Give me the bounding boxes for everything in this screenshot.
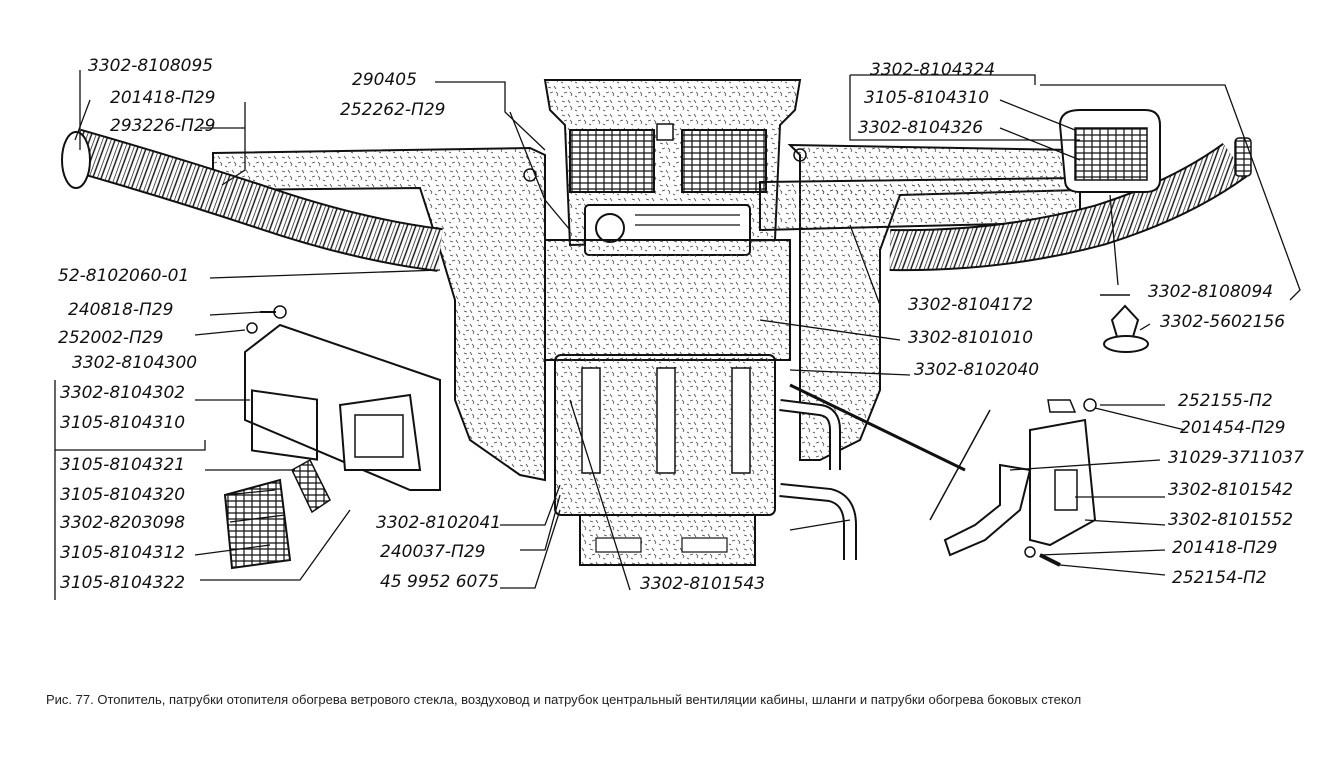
label-3302-8108095: 3302-8108095 [88, 56, 214, 76]
plastic-clip [1100, 294, 1149, 353]
label-3302-5602156: 3302-5602156 [1160, 312, 1286, 332]
label-3302-8101542: 3302-8101542 [1168, 480, 1294, 500]
label-3302-8104172: 3302-8104172 [908, 295, 1034, 315]
label-252154-p2: 252154-П2 [1172, 568, 1267, 588]
label-31029-3711037: 31029-3711037 [1168, 448, 1304, 468]
label-3302-8102040: 3302-8102040 [914, 360, 1040, 380]
label-3302-8108094: 3302-8108094 [1148, 282, 1274, 302]
label-3105-8104312: 3105-8104312 [60, 543, 186, 563]
heater-pipes [779, 399, 857, 560]
label-293226-p29: 293226-П29 [110, 116, 216, 136]
label-3302-8203098: 3302-8203098 [60, 513, 186, 533]
label-240818-p29: 240818-П29 [68, 300, 174, 320]
label-290405: 290405 [352, 70, 417, 90]
label-3105-8104322: 3105-8104322 [60, 573, 186, 593]
valve-bracket [789, 383, 1097, 567]
figure-caption: Рис. 77. Отопитель, патрубки отопителя о… [46, 692, 1082, 707]
leader-lines [54, 70, 1301, 600]
label-3302-8104324: 3302-8104324 [870, 60, 996, 80]
label-3302-8104302: 3302-8104302 [60, 383, 186, 403]
left-nozzle-parts [223, 305, 441, 570]
label-252002-p29: 252002-П29 [58, 328, 164, 348]
label-52-8102060-01: 52-8102060-01 [58, 266, 190, 286]
label-201418-p29-right: 201418-П29 [1172, 538, 1278, 558]
label-3302-8104300: 3302-8104300 [72, 353, 198, 373]
label-3105-8104320: 3105-8104320 [60, 485, 186, 505]
label-45-9952-6075: 45 9952 6075 [380, 572, 499, 592]
label-240037-p29: 240037-П29 [380, 542, 486, 562]
label-201454-p29: 201454-П29 [1180, 418, 1286, 438]
label-252155-p2: 252155-П2 [1178, 391, 1273, 411]
label-3302-8101010: 3302-8101010 [908, 328, 1034, 348]
label-3302-8101552: 3302-8101552 [1168, 510, 1294, 530]
right-side-nozzle [1058, 109, 1252, 193]
left-side-hose [61, 128, 443, 272]
right-side-hose [889, 142, 1248, 272]
label-3302-8102041: 3302-8102041 [376, 513, 502, 533]
label-201418-p29-top: 201418-П29 [110, 88, 216, 108]
label-3105-8104310-top: 3105-8104310 [864, 88, 990, 108]
label-3302-8101543: 3302-8101543 [640, 574, 766, 594]
label-252262-p29: 252262-П29 [340, 100, 446, 120]
label-3302-8104326: 3302-8104326 [858, 118, 984, 138]
label-3105-8104321: 3105-8104321 [60, 455, 186, 475]
heater-body [544, 239, 791, 566]
label-3105-8104310-left: 3105-8104310 [60, 413, 186, 433]
